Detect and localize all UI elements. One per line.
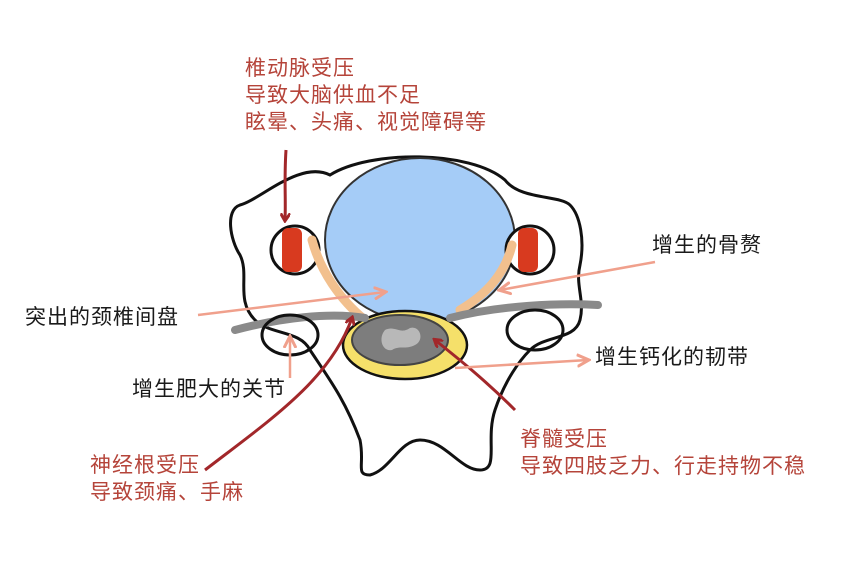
left-vertebral-artery bbox=[282, 228, 302, 272]
arrow-ligament bbox=[454, 360, 588, 370]
right-facet-joint bbox=[505, 308, 565, 352]
arrow-osteophyte bbox=[500, 260, 656, 290]
ligament-band-right bbox=[446, 300, 602, 322]
right-vertebral-artery bbox=[518, 228, 538, 272]
vertebral-artery-label: 椎动脉受压 导致大脑供血不足 眩晕、头痛、视觉障碍等 bbox=[245, 55, 487, 136]
nerve-root-label: 神经根受压 导致颈痛、手麻 bbox=[90, 452, 244, 506]
label-line: 椎动脉受压 bbox=[245, 56, 355, 80]
disc-label: 突出的颈椎间盘 bbox=[25, 305, 179, 329]
arrow-disc bbox=[197, 292, 385, 317]
label-line: 导致四肢乏力、行走持物不稳 bbox=[520, 454, 806, 478]
label-line: 脊髓受压 bbox=[520, 427, 608, 451]
label-line: 眩晕、头痛、视觉障碍等 bbox=[245, 110, 487, 134]
spinal-cord-gray-matter bbox=[381, 327, 421, 351]
arrow-artery-compression bbox=[285, 149, 286, 220]
right-osteophyte bbox=[455, 240, 517, 315]
label-line: 神经根受压 bbox=[90, 453, 200, 477]
label-line: 导致颈痛、手麻 bbox=[90, 480, 244, 504]
arrow-nerve-root-compression bbox=[204, 318, 352, 472]
joint-label: 增生肥大的关节 bbox=[132, 377, 286, 401]
label-line: 导致大脑供血不足 bbox=[245, 83, 421, 107]
arrow-spinal-cord-compression bbox=[435, 340, 517, 412]
ligament-label: 增生钙化的韧带 bbox=[595, 345, 749, 369]
spinal-cord-label: 脊髓受压 导致四肢乏力、行走持物不稳 bbox=[520, 426, 806, 480]
vertebral-body bbox=[324, 157, 516, 323]
osteophyte-label: 增生的骨赘 bbox=[652, 233, 762, 257]
